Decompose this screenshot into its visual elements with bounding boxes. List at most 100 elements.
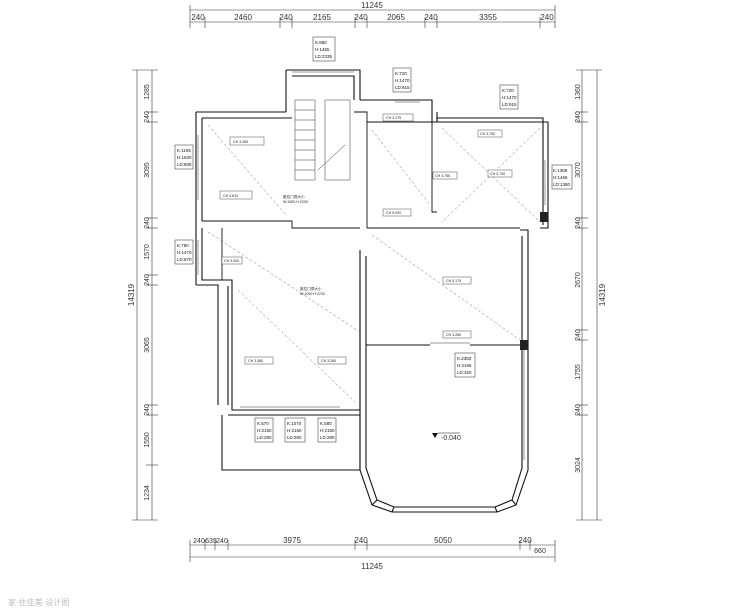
bottom-segment-labels: 240 635 240 3975 240 5050 240 660	[193, 536, 546, 555]
top-seg-7: 3355	[479, 13, 497, 22]
right-seg-3: 240	[575, 217, 582, 229]
left-seg-8: 1550	[144, 432, 151, 448]
svg-text:K:720: K:720	[502, 88, 514, 93]
window-tag-9: K:580 H:2150 LD:280	[317, 417, 337, 443]
top-seg-3: 2165	[313, 13, 331, 22]
left-seg-6: 3065	[144, 337, 151, 353]
svg-text:K:720: K:720	[395, 71, 407, 76]
staircase	[294, 99, 351, 181]
svg-text:LD:805: LD:805	[177, 162, 192, 167]
svg-text:H:2165: H:2165	[457, 363, 472, 368]
svg-text:H:1630: H:1630	[177, 155, 192, 160]
watermark-text: 家·住佳美·设计图	[8, 597, 69, 607]
ch-label-7: CH 3.280	[446, 333, 461, 337]
left-seg-1: 240	[144, 111, 151, 123]
bottom-dimension-chain	[189, 540, 556, 562]
bottom-seg-6: 240	[518, 536, 532, 545]
bottom-seg-3: 3975	[283, 536, 301, 545]
door-note-2: 推拉门洞大小	[300, 286, 322, 291]
top-dimension-chain	[189, 5, 556, 28]
svg-text:H:2150: H:2150	[257, 428, 272, 433]
svg-text:K:570: K:570	[257, 421, 269, 426]
ch-label-8: CH 3.380	[248, 359, 263, 363]
window-tag-6: K:2350 H:2165 LD:320	[454, 352, 476, 378]
left-seg-0: 1285	[144, 84, 151, 100]
ch-label-2: CH 3.275	[386, 116, 401, 120]
svg-text:H:1470: H:1470	[177, 250, 192, 255]
svg-text:H:1470: H:1470	[395, 78, 410, 83]
bottom-seg-2: 240	[216, 538, 228, 545]
windows	[197, 71, 546, 460]
svg-text:LD:1380: LD:1380	[553, 182, 571, 187]
right-seg-2: 3070	[575, 162, 582, 178]
exterior-walls	[195, 69, 549, 513]
top-seg-5: 2065	[387, 13, 405, 22]
svg-text:H:2150: H:2150	[320, 428, 335, 433]
door-note-1: W:1500 H:2230	[283, 200, 308, 204]
right-dimension-chain	[576, 69, 602, 521]
ch-label-1: CH 4.610	[223, 194, 238, 198]
door-note-3: W:1000 H:2230	[300, 292, 325, 296]
door-note-0: 推拉门洞大小	[283, 194, 305, 199]
column-post-2	[540, 212, 548, 222]
ch-label-3: CH 3.700	[480, 132, 495, 136]
right-segment-labels: 1360 240 3070 240 2670 240 1755 240 3024	[575, 84, 582, 473]
bottom-seg-0: 240	[193, 538, 205, 545]
floor-level-text: -0.040	[441, 435, 461, 442]
ch-label-4: CH 3.700	[490, 172, 505, 176]
right-seg-8: 3024	[575, 457, 582, 473]
bottom-total-dim: 11245	[361, 562, 383, 571]
top-seg-6: 240	[424, 13, 438, 22]
svg-text:LD:280: LD:280	[257, 435, 272, 440]
right-seg-4: 2670	[575, 272, 582, 288]
top-seg-0: 240	[191, 13, 205, 22]
left-seg-4: 1570	[144, 244, 151, 260]
window-tag-2: K:720 H:1470 LD:915	[499, 84, 519, 110]
svg-text:K:1195: K:1195	[177, 148, 191, 153]
right-total-dim: 14319	[598, 283, 607, 306]
left-seg-3: 240	[144, 217, 151, 229]
ch-label-11: CH 3.000	[224, 259, 239, 263]
svg-text:LD:280: LD:280	[320, 435, 335, 440]
top-segment-labels: 240 2460 240 2165 240 2065 240 3355 240	[191, 13, 554, 22]
svg-text:K:880: K:880	[315, 40, 327, 45]
svg-text:K:1070: K:1070	[287, 421, 302, 426]
ch-label-5: CH 5.000	[386, 211, 401, 215]
left-dimension-chain	[132, 69, 158, 521]
top-seg-1: 2460	[234, 13, 252, 22]
top-seg-2: 240	[279, 13, 293, 22]
top-seg-4: 240	[354, 13, 368, 22]
right-seg-0: 1360	[575, 84, 582, 100]
ch-label-9: CH 3.280	[321, 359, 336, 363]
top-total-dim: 11245	[361, 1, 383, 10]
column-post	[520, 340, 528, 350]
window-tag-0: K:880 H:1465 LD:2335	[312, 36, 336, 62]
bottom-seg-1: 635	[205, 538, 217, 545]
ch-label-6: CH 5.175	[446, 279, 461, 283]
bottom-seg-4: 240	[354, 536, 368, 545]
right-seg-5: 240	[575, 329, 582, 341]
svg-text:LD:280: LD:280	[287, 435, 302, 440]
bottom-seg-5: 5050	[434, 536, 452, 545]
right-seg-7: 240	[575, 404, 582, 416]
svg-text:LD:915: LD:915	[502, 102, 517, 107]
svg-text:K:2350: K:2350	[457, 356, 472, 361]
window-tag-1: K:720 H:1470 LD:915	[392, 67, 412, 93]
window-tag-4: K:1368 H:1465 LD:1380	[551, 164, 573, 190]
left-segment-labels: 1285 240 3095 240 1570 240 3065 240 1550…	[144, 84, 151, 501]
interior-walls	[202, 111, 520, 346]
left-seg-7: 240	[144, 404, 151, 416]
door-notes: 推拉门洞大小 W:1500 H:2230 推拉门洞大小 W:1000 H:223…	[283, 194, 325, 296]
svg-text:K:1368: K:1368	[553, 168, 568, 173]
window-tag-3: K:1195 H:1630 LD:805	[174, 144, 194, 170]
svg-text:LD:870: LD:870	[177, 257, 192, 262]
left-seg-2: 3095	[144, 162, 151, 178]
right-seg-6: 1755	[575, 364, 582, 380]
svg-text:H:1470: H:1470	[502, 95, 517, 100]
ceiling-height-labels: CH 3.265 CH 4.610 CH 3.275 CH 3.700 CH 3…	[219, 113, 513, 365]
floor-level-mark: -0.040	[432, 432, 461, 442]
svg-text:K:780: K:780	[177, 243, 189, 248]
window-tag-5: K:780 H:1470 LD:870	[174, 239, 194, 265]
svg-text:LD:2335: LD:2335	[315, 54, 333, 59]
